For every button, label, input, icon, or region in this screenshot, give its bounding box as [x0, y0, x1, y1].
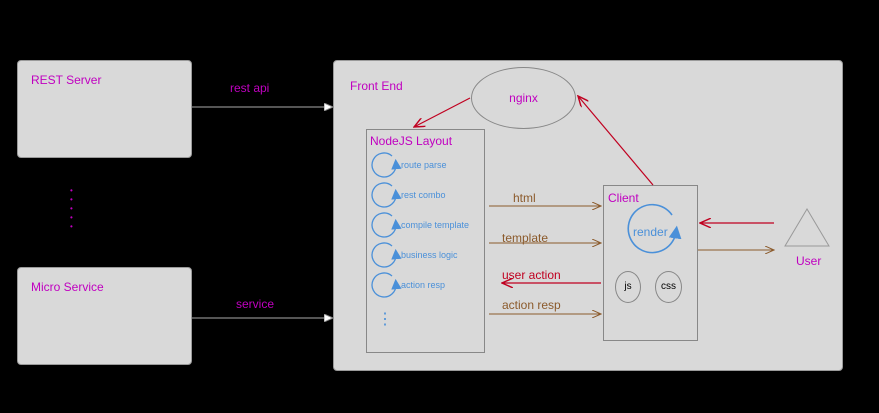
- rest-api-label: rest api: [230, 81, 270, 95]
- nginx-node: nginx: [471, 67, 576, 129]
- micro-service-box: Micro Service: [17, 267, 192, 365]
- nodejs-layout-title: NodeJS Layout: [370, 134, 453, 148]
- render-label: render: [633, 225, 668, 239]
- js-label: js: [624, 281, 632, 292]
- client-title: Client: [608, 191, 639, 205]
- step-compile-template: compile template: [401, 220, 470, 230]
- user-action-flow-label: user action: [502, 268, 561, 282]
- front-end-title: Front End: [350, 79, 403, 93]
- step-action-resp: action resp: [401, 280, 446, 290]
- action-resp-flow-label: action resp: [502, 298, 561, 312]
- step-rest-combo: rest combo: [401, 190, 446, 200]
- rest-server-box: REST Server: [17, 60, 192, 158]
- nginx-label: nginx: [509, 91, 538, 105]
- service-label: service: [236, 297, 275, 311]
- css-node: css: [655, 271, 682, 303]
- template-flow-label: template: [502, 231, 549, 245]
- js-node: js: [615, 271, 641, 303]
- client-box: Client: [603, 185, 698, 341]
- step-route-parse: route parse: [401, 160, 447, 170]
- more-steps-ellipsis: ⋮: [377, 311, 393, 328]
- rest-server-title: REST Server: [31, 73, 102, 87]
- user-label: User: [796, 254, 822, 268]
- ellipsis-dots: • • • • •: [70, 186, 73, 231]
- css-label: css: [661, 281, 676, 292]
- micro-service-title: Micro Service: [31, 280, 104, 294]
- step-business-logic: business logic: [401, 250, 458, 260]
- html-flow-label: html: [513, 191, 536, 205]
